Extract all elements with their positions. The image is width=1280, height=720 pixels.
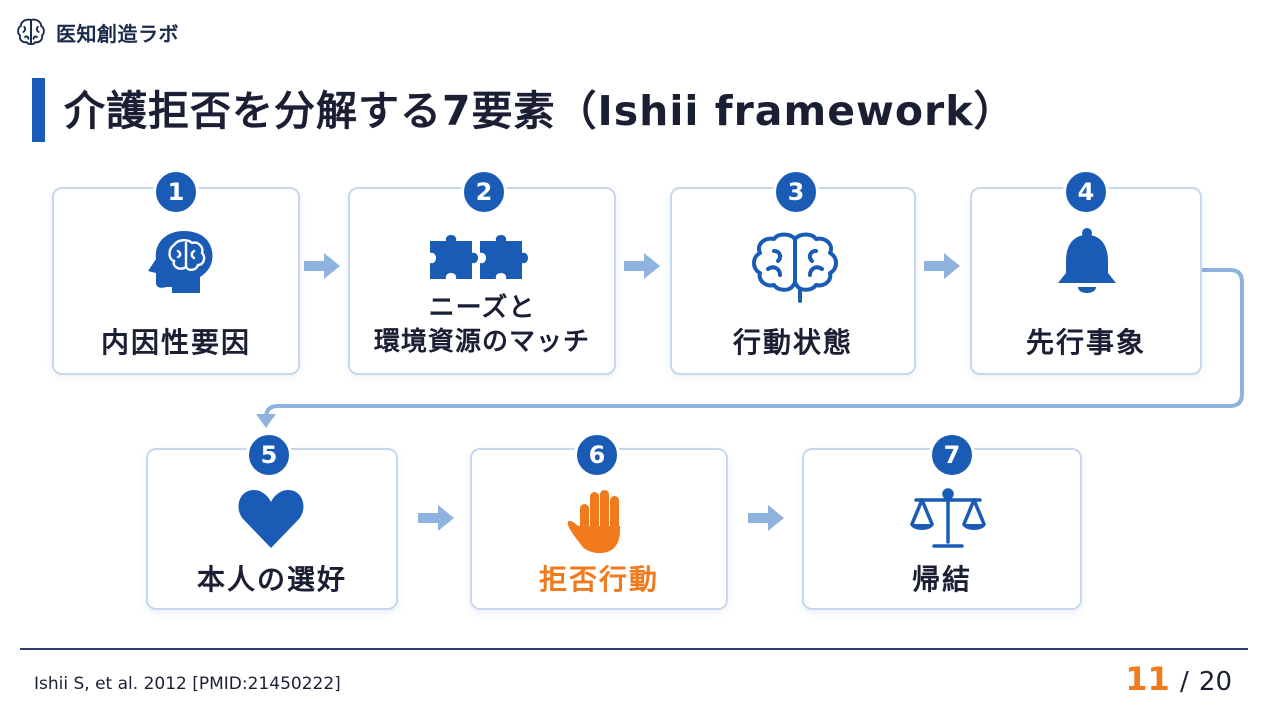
page-number: 11 / 20	[1125, 660, 1232, 698]
arrow-right-icon	[418, 505, 454, 531]
step-label-4: 先行事象	[1025, 326, 1146, 359]
brand-logo: 医知創造ラボ	[14, 14, 179, 50]
step-card-2: ニーズと 環境資源のマッチ	[348, 187, 616, 375]
step-label-3: 行動状態	[732, 326, 853, 359]
brain-icon	[17, 18, 45, 45]
arrow-right-icon	[304, 253, 340, 279]
bell-icon	[1054, 227, 1120, 301]
step-number-badge-5: 5	[246, 432, 292, 478]
arrow-right-icon	[924, 253, 960, 279]
step-label-6: 拒否行動	[538, 563, 659, 596]
head-brain-icon	[138, 227, 218, 297]
step-number-badge-2: 2	[461, 169, 507, 215]
title-accent-bar	[32, 78, 45, 142]
scales-icon	[908, 486, 988, 554]
step-label-2: ニーズと 環境資源のマッチ	[350, 291, 614, 359]
step-card-6: 拒否行動	[470, 448, 728, 610]
arrow-right-icon	[624, 253, 660, 279]
step-number-badge-6: 6	[574, 432, 620, 478]
step-card-1: 内因性要因	[52, 187, 300, 375]
step-label-2-line1: ニーズと	[428, 293, 536, 323]
page-total: 20	[1198, 667, 1232, 697]
step-label-5: 本人の選好	[196, 563, 347, 596]
brain-icon	[750, 229, 840, 307]
hand-icon	[566, 486, 632, 560]
step-label-1: 内因性要因	[100, 326, 251, 359]
brand-name: 医知創造ラボ	[56, 21, 179, 46]
page-title: 介護拒否を分解する7要素（Ishii framework）	[64, 87, 1016, 135]
step-number-badge-7: 7	[929, 432, 975, 478]
puzzle-icon	[426, 229, 546, 287]
step-number-badge-1: 1	[153, 169, 199, 215]
step-number-badge-3: 3	[773, 169, 819, 215]
arrow-right-icon	[748, 505, 784, 531]
page-current: 11	[1125, 660, 1170, 698]
step-card-3: 行動状態	[670, 187, 916, 375]
footer-divider	[20, 648, 1248, 650]
heart-icon	[236, 486, 306, 554]
step-number-badge-4: 4	[1063, 169, 1109, 215]
step-card-4: 先行事象	[970, 187, 1202, 375]
step-label-7: 帰結	[911, 563, 972, 596]
citation: Ishii S, et al. 2012 [PMID:21450222]	[34, 674, 341, 694]
page-separator: /	[1179, 667, 1189, 697]
step-label-2-line2: 環境資源のマッチ	[373, 327, 590, 357]
